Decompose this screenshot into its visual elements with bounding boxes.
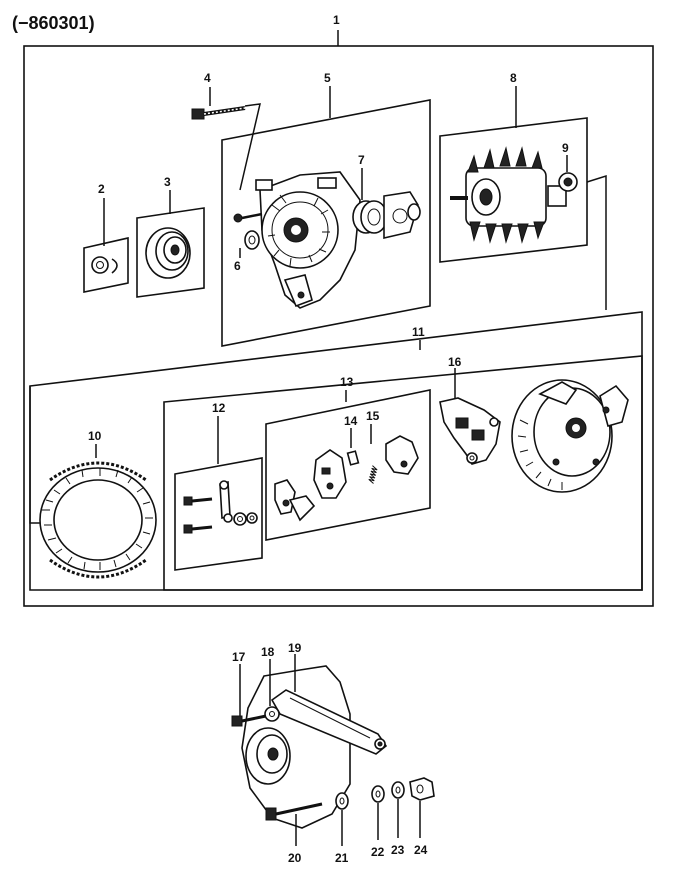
mounting-assembly (241, 665, 388, 829)
callout-16: 16 (448, 355, 462, 369)
callout-8: 8 (510, 71, 517, 85)
part-15-spring (368, 424, 378, 484)
part-13-brush-holder-set (265, 389, 431, 541)
part-4-through-bolt (191, 87, 261, 191)
washer-icon (264, 706, 280, 722)
part-24-nut (409, 777, 435, 838)
callout-7: 7 (358, 153, 365, 167)
rear-housing-group-box (163, 355, 643, 591)
nut-icon (409, 777, 435, 801)
washer-icon (371, 785, 385, 803)
callout-17: 17 (232, 650, 246, 664)
callout-22: 22 (371, 845, 385, 859)
part-22-washer (371, 785, 385, 840)
bracket-icon (270, 689, 388, 755)
alternator-assembly-icon (255, 171, 361, 309)
callout-20: 20 (288, 851, 302, 865)
part-10-stator (39, 444, 157, 579)
nut-icon (233, 512, 258, 526)
part-8-rotor (439, 86, 607, 310)
callout-11: 11 (412, 325, 425, 339)
part-2-nut (83, 198, 129, 293)
part-14-brush (346, 428, 360, 466)
part-5-front-housing (221, 86, 431, 347)
callout-15: 15 (366, 409, 380, 423)
header-code: (−860301) (12, 13, 95, 33)
callout-14: 14 (344, 414, 358, 428)
part-18-washer (264, 659, 280, 722)
callout-3: 3 (164, 175, 171, 189)
callout-9: 9 (562, 141, 569, 155)
callout-2: 2 (98, 182, 105, 196)
part-6-screw (233, 212, 263, 258)
part-3-pulley (136, 190, 205, 298)
part-17-bolt (231, 664, 267, 727)
alternator-assembly-box (23, 30, 654, 607)
pulley-icon (145, 227, 191, 279)
callout-23: 23 (391, 843, 405, 857)
part-20-long-bolt (265, 802, 323, 846)
bolt-icon (191, 106, 246, 120)
part-9-bearing (558, 155, 578, 192)
callout-10: 10 (88, 429, 102, 443)
callout-21: 21 (335, 851, 349, 865)
rear-housing (511, 379, 629, 493)
callout-18: 18 (261, 645, 275, 659)
part-23-spring-washer (391, 781, 405, 838)
callout-1: 1 (333, 13, 340, 27)
callout-13: 13 (340, 375, 354, 389)
rotor-icon (450, 146, 567, 244)
callout-6: 6 (234, 259, 241, 273)
callout-19: 19 (288, 641, 302, 655)
part-7-bearing (352, 168, 421, 240)
part-12-terminal-kit (174, 416, 263, 571)
callout-12: 12 (212, 401, 226, 415)
bolt-icon (183, 496, 213, 534)
stator-icon (39, 461, 157, 579)
part-16-rectifier (439, 368, 501, 465)
callout-5: 5 (324, 71, 331, 85)
callout-4: 4 (204, 71, 211, 85)
washer-icon (391, 781, 405, 799)
part-21-washer (335, 792, 349, 846)
callout-24: 24 (414, 843, 428, 857)
washer-icon (335, 792, 349, 810)
pulley-icon (245, 727, 291, 785)
